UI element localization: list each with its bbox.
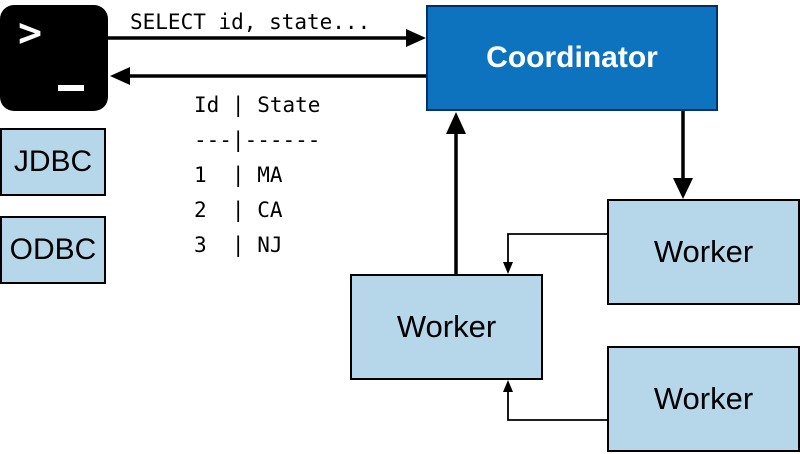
- worker-node-center: Worker: [350, 274, 543, 380]
- result-table-row: 3 | NJ: [194, 233, 283, 257]
- worker-exchange-arrow-bottom: [503, 380, 607, 421]
- jdbc-label: JDBC: [13, 145, 93, 178]
- worker-node-bottom-right: Worker: [607, 346, 800, 452]
- terminal-prompt-glyph: >: [18, 10, 43, 56]
- worker-to-coordinator-arrow: [446, 112, 466, 274]
- coordinator-node: Coordinator: [426, 5, 718, 111]
- coordinator-to-worker-arrow: [673, 111, 693, 199]
- terminal-icon: >: [0, 5, 108, 111]
- jdbc-box: JDBC: [0, 128, 106, 196]
- query-arrow: [108, 29, 426, 47]
- result-table-row: 1 | MA: [194, 163, 283, 187]
- worker-exchange-arrow-top: [503, 233, 607, 274]
- terminal-cursor-glyph: [58, 85, 84, 91]
- worker-node-top-right: Worker: [607, 199, 800, 305]
- worker-label: Worker: [653, 234, 754, 269]
- odbc-label: ODBC: [9, 233, 97, 266]
- result-table: Id | State ---|------ 1 | MA 2 | CA 3 | …: [194, 88, 320, 263]
- worker-label: Worker: [653, 381, 754, 416]
- worker-label: Worker: [396, 309, 497, 344]
- query-text: SELECT id, state...: [130, 10, 371, 34]
- result-table-row: 2 | CA: [194, 198, 283, 222]
- result-table-separator: ---|------: [194, 128, 321, 152]
- odbc-box: ODBC: [0, 216, 106, 284]
- result-arrow: [110, 67, 426, 85]
- result-table-header: Id | State: [194, 93, 321, 117]
- coordinator-label: Coordinator: [486, 41, 658, 74]
